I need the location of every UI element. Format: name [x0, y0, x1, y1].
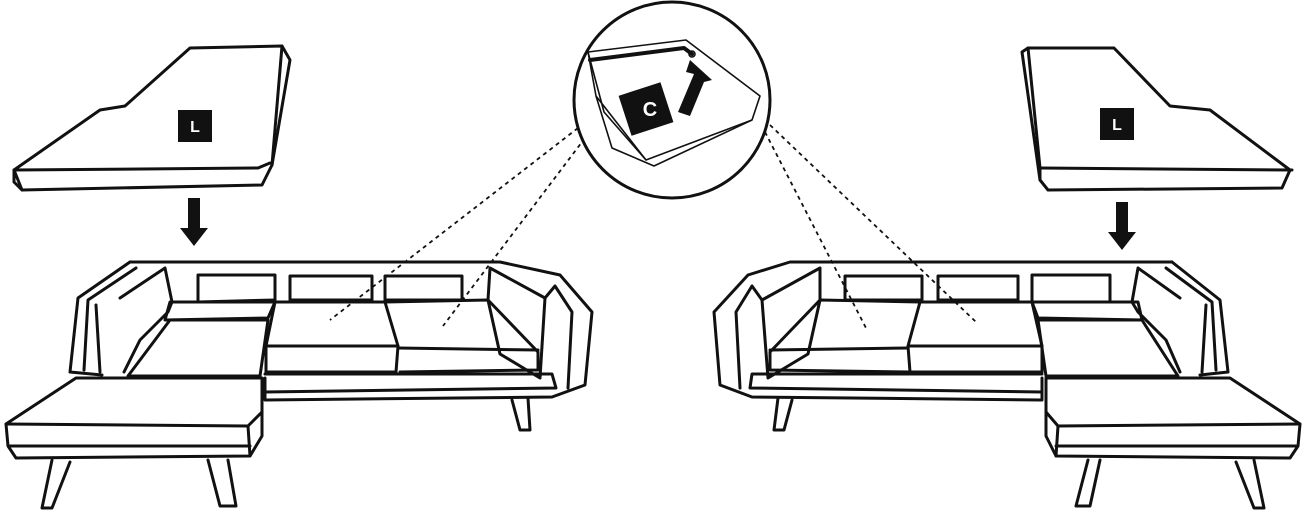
cushion-tag-badge: [1100, 108, 1134, 140]
up-arrow-icon: [678, 60, 712, 116]
magnified-cushion-detail: C: [572, 0, 772, 200]
left-sectional-sofa: [4, 260, 594, 510]
right-sectional-sofa: [712, 260, 1302, 510]
down-arrow-icon: [1108, 202, 1136, 250]
detail-tag-label: C: [643, 99, 657, 121]
detail-circle: [572, 0, 772, 200]
detail-tag-badge: [618, 82, 674, 136]
right-chaise-cushion: L: [1020, 46, 1294, 192]
cushion-tag-label: L: [190, 119, 200, 136]
down-arrow-icon: [180, 198, 208, 246]
left-chaise-cushion: L: [12, 44, 292, 192]
cushion-tag-badge: [178, 110, 212, 142]
cushion-tag-label: L: [1112, 117, 1122, 134]
